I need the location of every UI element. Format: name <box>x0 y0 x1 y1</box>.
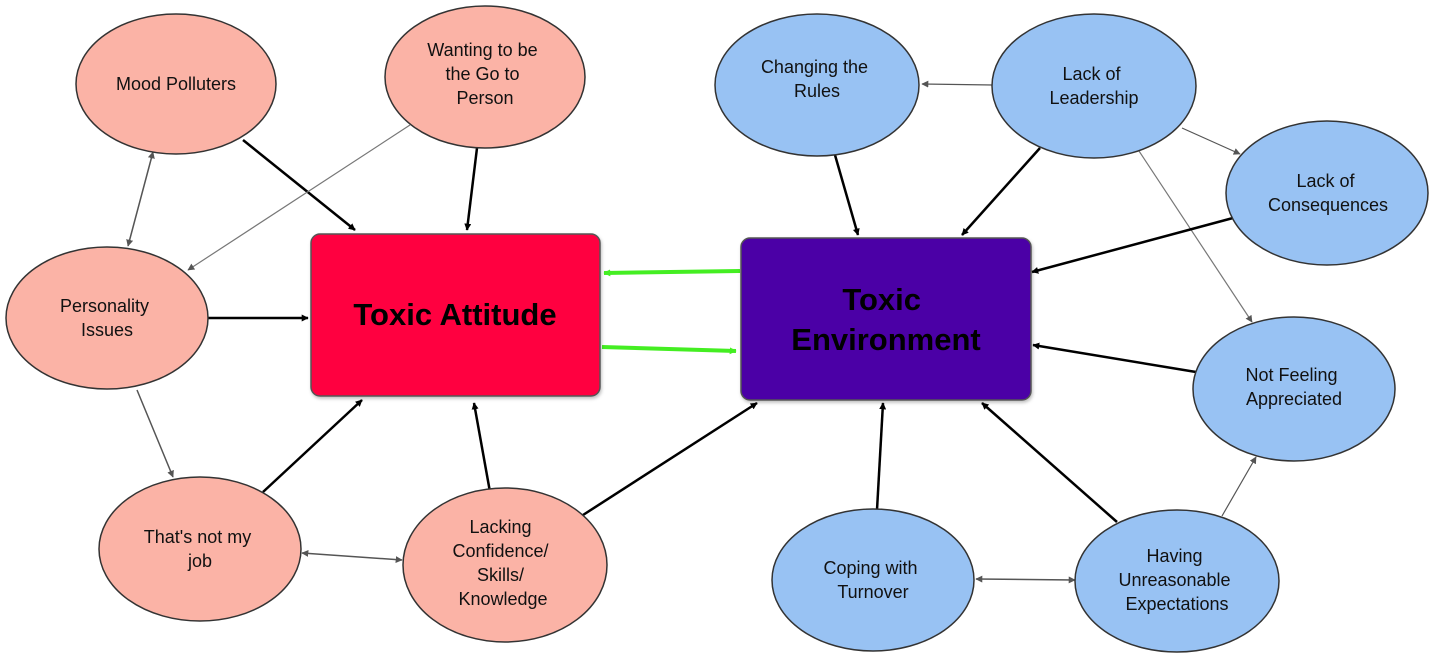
node-label: Wanting to be the Go to Person <box>427 40 542 108</box>
node-not-feeling-appreciated: Not Feeling Appreciated <box>1192 316 1396 462</box>
toxic-environment-node: Toxic Environment <box>740 237 1032 401</box>
edge-leadership-to-rules <box>921 80 994 88</box>
toxic-environment-label: Toxic Environment <box>791 282 980 357</box>
connectors <box>126 80 1257 584</box>
node-label: Mood Polluters <box>116 74 236 94</box>
node-changing-rules: Changing the Rules <box>714 13 920 157</box>
node-lack-of-consequences: Lack of Consequences <box>1225 120 1429 266</box>
node-label: Personality Issues <box>60 296 154 340</box>
node-not-my-job: That's not my job <box>98 476 302 622</box>
edge-notmyjob-lacking <box>301 549 403 564</box>
node-unreasonable-expectations: Having Unreasonable Expectations <box>1074 509 1280 653</box>
node-label: Lack of Consequences <box>1268 171 1388 215</box>
edge-mood-personality <box>126 151 155 247</box>
edge-leadership-to-consequences <box>1181 127 1241 155</box>
edge-coping-to-environment <box>875 402 887 511</box>
edge-environment-to-attitude <box>603 269 741 277</box>
edge-goto-to-personality <box>187 124 411 271</box>
edge-goto-to-attitude <box>464 147 479 231</box>
node-go-to-person: Wanting to be the Go to Person <box>384 5 586 149</box>
edge-attitude-to-environment <box>601 345 737 355</box>
node-lack-of-leadership: Lack of Leadership <box>991 13 1197 159</box>
edge-consequences-to-environment <box>1031 216 1234 274</box>
node-lacking-confidence: Lacking Confidence/ Skills/ Knowledge <box>402 487 608 643</box>
edge-leadership-to-environment <box>961 147 1041 236</box>
toxic-environment-line2: Environment <box>791 322 980 357</box>
node-label: Coping with Turnover <box>823 558 922 602</box>
edge-expectations-to-appreciated <box>1221 456 1257 517</box>
edge-expectations-to-environment <box>981 402 1118 523</box>
node-label: Having Unreasonable Expectations <box>1118 546 1235 614</box>
node-label: Lacking Confidence/ Skills/ Knowledge <box>452 517 553 609</box>
edge-coping-expectations <box>975 575 1076 584</box>
toxic-environment-line1: Toxic <box>842 282 921 317</box>
node-label: That's not my job <box>144 527 257 571</box>
edge-appreciated-to-environment <box>1032 342 1197 374</box>
node-coping-with-turnover: Coping with Turnover <box>771 508 975 652</box>
edge-mood-to-attitude <box>242 139 356 231</box>
edge-personality-to-notmyjob <box>136 389 174 478</box>
edge-lacking-to-attitude <box>471 402 492 493</box>
node-personality-issues: Personality Issues <box>5 246 209 390</box>
toxic-attitude-node: Toxic Attitude <box>310 233 601 397</box>
edge-leadership-to-appreciated <box>1136 147 1253 323</box>
node-label: Not Feeling Appreciated <box>1245 365 1342 409</box>
edge-rules-to-environment <box>833 154 860 236</box>
toxic-attitude-label: Toxic Attitude <box>353 297 556 332</box>
node-label: Changing the Rules <box>761 57 873 101</box>
edge-notmyjob-to-attitude <box>262 399 363 493</box>
node-label: Lack of Leadership <box>1049 64 1138 108</box>
edge-lacking-to-environment <box>582 401 758 517</box>
node-mood-polluters: Mood Polluters <box>75 13 277 155</box>
